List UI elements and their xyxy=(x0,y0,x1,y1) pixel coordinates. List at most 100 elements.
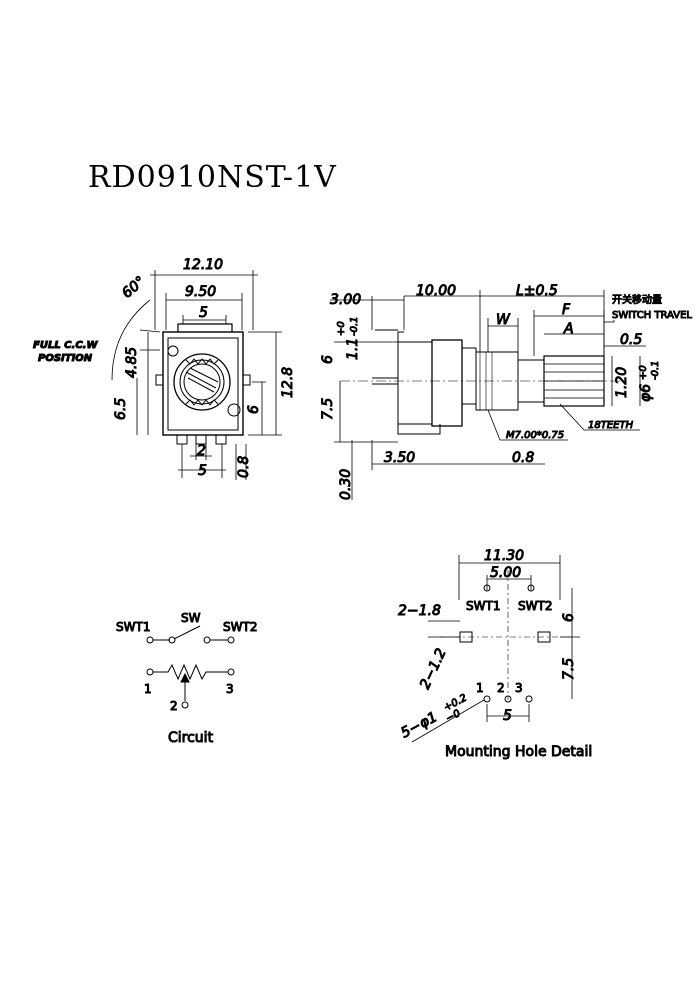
leader-mh-pins xyxy=(411,699,485,743)
dim-mh-slot xyxy=(428,620,460,638)
dim-mh-inner xyxy=(486,575,532,590)
dim-pin-span xyxy=(178,444,226,478)
mh-label-slot: 2−1.8 xyxy=(398,603,441,619)
circuit-node-swt1 xyxy=(146,636,154,644)
dim-front-inner xyxy=(165,293,243,330)
side-body xyxy=(397,341,433,425)
label-pin-pitch: 2 xyxy=(197,443,206,459)
dim-side-base xyxy=(351,440,545,500)
mounting-hole-detail: 11.30 5.00 2−1.8 SWT1 SWT2 6 7.5 2−1.2 5… xyxy=(398,548,593,761)
dim-side-a xyxy=(330,296,405,330)
circuit-label-sw: SW xyxy=(181,611,201,625)
circuit-label-swt2: SWT2 xyxy=(223,620,257,634)
circuit-node-1 xyxy=(146,668,154,676)
rotor-teeth-bottom xyxy=(185,399,219,406)
mh-hole-swt2-top xyxy=(527,584,535,592)
circuit-caption: Circuit xyxy=(168,730,214,746)
dim-front-overall xyxy=(150,270,258,330)
dim-side-f xyxy=(533,310,605,356)
circuit-label-swt1: SWT1 xyxy=(116,620,150,634)
mh-pin-3 xyxy=(525,695,533,703)
label-side-dia: φ6 xyxy=(638,384,654,402)
label-side-thread: M7.00*0.75 xyxy=(506,430,564,441)
front-left-lug xyxy=(155,374,164,386)
label-side-b: 10.00 xyxy=(416,283,456,299)
label-side-f: F xyxy=(562,302,571,318)
label-side-dia-sup: +0 xyxy=(638,365,649,380)
side-pin xyxy=(372,377,398,385)
label-switch-cn: 开关移动量 xyxy=(612,293,662,306)
mh-label-p2: 2 xyxy=(497,681,505,695)
leader-teeth xyxy=(559,403,640,431)
side-bracket xyxy=(397,331,441,435)
pin-1 xyxy=(176,434,188,445)
label-angle: 60° xyxy=(119,273,148,301)
circuit-diagram: SWT1 SW SWT2 1 2 3 Circuit xyxy=(116,611,258,747)
label-side-h75: 7.5 xyxy=(320,398,336,420)
front-top-tab xyxy=(177,323,233,332)
label-pin-span: 5 xyxy=(198,463,207,479)
mh-label-swt1: SWT1 xyxy=(466,599,500,613)
dim-pin-pitch xyxy=(190,444,212,460)
label-full-ccw: FULL C.C.W xyxy=(33,340,98,351)
circuit-node-2 xyxy=(181,701,189,709)
rotor-outer xyxy=(173,353,231,411)
circuit-label-1: 1 xyxy=(144,682,152,696)
angle-arc xyxy=(111,299,151,381)
part-number-title: RD0910NST-1V xyxy=(88,160,337,195)
label-side-l: L±0.5 xyxy=(516,283,558,299)
dim-left-ext xyxy=(139,329,161,351)
label-pin-thick: 0.8 xyxy=(236,456,252,478)
pin-3 xyxy=(215,434,227,445)
side-collar xyxy=(461,347,477,405)
label-w-top: 5 xyxy=(199,305,208,321)
front-detent-circle xyxy=(227,403,241,417)
mh-label-h6: 6 xyxy=(561,613,577,622)
dim-side-w xyxy=(487,318,519,360)
front-view: 12.10 9.50 5 60° FULL C.C.W POSITION 4.8… xyxy=(33,257,297,480)
label-switch-en: SWITCH TRAVEL xyxy=(612,310,692,321)
dim-side-heights xyxy=(334,341,398,443)
pin-2 xyxy=(195,434,207,445)
dim-side-dia xyxy=(611,356,641,406)
label-side-h6: 6 xyxy=(320,355,336,364)
dim-right-overall xyxy=(248,331,282,436)
dim-mh-pitch xyxy=(486,704,530,722)
mh-hole-swt1-top xyxy=(483,584,491,592)
label-side-tol1-sup: +0 xyxy=(336,321,347,336)
mh-label-p1: 1 xyxy=(476,681,484,695)
label-w-inner: 9.50 xyxy=(185,284,216,300)
circuit-label-2: 2 xyxy=(170,699,178,713)
label-h-lower: 6.5 xyxy=(113,398,129,420)
leader-thread xyxy=(487,409,568,441)
dim-mh-overall xyxy=(458,555,561,600)
mh-label-pins: 5−φ1 xyxy=(398,709,440,741)
mh-label-overall: 11.30 xyxy=(484,548,524,564)
side-view: 3.00 10.00 L±0.5 W F A 0.5 开关移动量 SWITCH … xyxy=(320,283,693,501)
circuit-switch-blade xyxy=(173,625,201,640)
rotor-ring xyxy=(179,359,225,405)
front-right-lug xyxy=(242,374,251,386)
mh-caption: Mounting Hole Detail xyxy=(445,744,592,760)
front-body-outline xyxy=(162,331,244,436)
circuit-node-sw-a xyxy=(168,636,176,644)
label-h-right: 6 xyxy=(246,405,262,414)
dim-front-top xyxy=(182,315,227,324)
front-body-inner xyxy=(167,337,239,431)
label-side-half: 0.5 xyxy=(620,332,642,348)
label-side-base-t: 0.8 xyxy=(512,450,534,466)
label-side-dia-sub: -0.1 xyxy=(650,360,661,380)
label-side-d120: 1.20 xyxy=(614,367,630,398)
label-side-a-small: A xyxy=(563,321,574,337)
rotor-inner xyxy=(183,363,221,401)
circuit-resistor xyxy=(153,663,228,681)
label-side-teeth: 18TEETH xyxy=(588,420,634,431)
side-bushing-flange xyxy=(431,339,463,427)
dim-pin-thick xyxy=(235,444,247,480)
mh-label-swt2: SWT2 xyxy=(518,599,552,613)
circuit-node-3 xyxy=(227,668,235,676)
label-side-tol1-sub: -0.1 xyxy=(349,316,360,336)
mh-pin-1 xyxy=(483,695,491,703)
